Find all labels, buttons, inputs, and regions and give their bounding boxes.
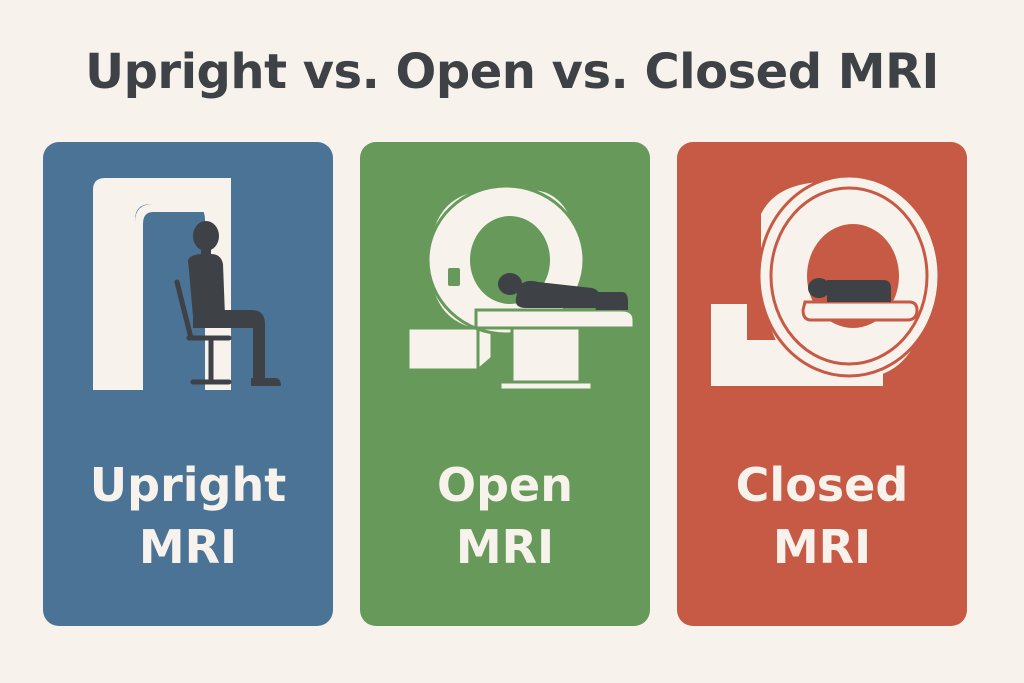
- open-mri-label-line1: Open: [437, 458, 573, 512]
- open-mri-label-line2: MRI: [455, 520, 555, 574]
- closed-mri-icon: [711, 174, 941, 386]
- upright-mri-label-line2: MRI: [138, 520, 238, 574]
- upright-mri-icon: [93, 178, 281, 390]
- open-mri-label: Open MRI: [360, 454, 650, 578]
- closed-mri-label: Closed MRI: [677, 454, 967, 578]
- page-title: Upright vs. Open vs. Closed MRI: [85, 44, 939, 100]
- upright-mri-label: Upright MRI: [43, 454, 333, 578]
- upright-mri-card: Upright MRI: [43, 142, 333, 626]
- closed-mri-label-line1: Closed: [735, 458, 909, 512]
- upright-mri-label-line1: Upright: [89, 458, 287, 512]
- open-mri-card: Open MRI: [360, 142, 650, 626]
- closed-mri-card: Closed MRI: [677, 142, 967, 626]
- open-mri-icon: [406, 184, 636, 392]
- closed-mri-label-line2: MRI: [772, 520, 872, 574]
